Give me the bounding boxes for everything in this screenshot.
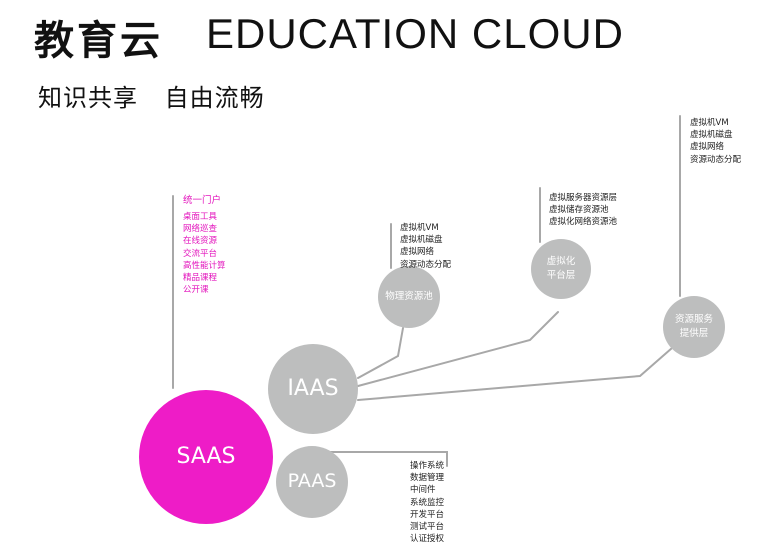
list-item: 虚拟服务器资源层 <box>549 193 618 203</box>
title-english: EDUCATION CLOUD <box>206 10 624 57</box>
list-item: 桌面工具 <box>183 212 218 222</box>
list-item: 操作系统 <box>410 461 445 471</box>
physical-pool-node: 物理资源池 <box>378 266 440 328</box>
resource-service-node: 资源服务 提供层 <box>663 296 725 358</box>
connector-iaas-physical <box>357 327 404 379</box>
list-item: 虚拟储存资源池 <box>549 205 609 216</box>
iaas-label: IAAS <box>287 376 339 402</box>
list-item: 中间件 <box>410 485 436 496</box>
list-item: 交流平台 <box>183 248 218 259</box>
list-item: 开发平台 <box>410 509 445 520</box>
connector-paas-list <box>329 451 448 467</box>
subtitle: 知识共享 自由流畅 <box>38 78 265 113</box>
list-item: 在线资源 <box>183 236 218 247</box>
virtual-platform-node: 虚拟化 平台层 <box>531 239 591 299</box>
list-item: 高性能计算 <box>183 260 226 271</box>
list-item: 资源动态分配 <box>400 259 452 270</box>
saas-node: SAAS <box>139 390 273 524</box>
saas-portal-heading: 统一门户 <box>183 195 222 206</box>
list-item: 虚拟机VM <box>400 223 439 233</box>
physical-pool-list: 虚拟机VM 虚拟机磁盘 虚拟网络 资源动态分配 <box>400 222 451 271</box>
list-item: 公开课 <box>183 285 209 296</box>
list-item: 虚拟机磁盘 <box>400 235 443 246</box>
paas-list: 操作系统 数据管理 中间件 系统监控 开发平台 测试平台 认证授权 <box>410 460 444 545</box>
list-item: 网络巡查 <box>183 224 218 235</box>
virtual-platform-list: 虚拟服务器资源层 虚拟储存资源池 虚拟化网络资源池 <box>549 192 617 229</box>
resource-service-label: 资源服务 提供层 <box>674 314 713 339</box>
iaas-node: IAAS <box>268 344 358 434</box>
list-item: 虚拟化网络资源池 <box>549 217 618 228</box>
list-item: 资源动态分配 <box>690 154 742 165</box>
physical-pool-label: 物理资源池 <box>385 291 433 303</box>
saas-label: SAAS <box>176 444 236 470</box>
list-item: 虚拟网络 <box>690 142 725 153</box>
resource-service-list: 虚拟机VM 虚拟机磁盘 虚拟网络 资源动态分配 <box>690 117 741 166</box>
connector-iaas-resource <box>357 347 673 401</box>
paas-label: PAAS <box>287 470 337 493</box>
saas-portal-list: 桌面工具 网络巡查 在线资源 交流平台 高性能计算 精品课程 公开课 <box>183 211 226 296</box>
title-chinese: 教育云 <box>34 18 163 64</box>
connector-iaas-virtual <box>357 311 559 387</box>
virtual-platform-label: 虚拟化 平台层 <box>546 256 576 281</box>
list-item: 系统监控 <box>410 497 445 508</box>
subtitle-free-flow: 自由流畅 <box>164 84 265 112</box>
list-item: 虚拟网络 <box>400 247 435 258</box>
paas-node: PAAS <box>276 446 348 518</box>
subtitle-knowledge-sharing: 知识共享 <box>38 84 138 112</box>
list-item: 认证授权 <box>410 534 445 545</box>
list-item: 精品课程 <box>183 273 218 284</box>
list-item: 测试平台 <box>410 522 445 533</box>
list-item: 数据管理 <box>410 473 445 484</box>
list-item: 虚拟机磁盘 <box>690 130 733 141</box>
list-item: 虚拟机VM <box>690 118 729 128</box>
